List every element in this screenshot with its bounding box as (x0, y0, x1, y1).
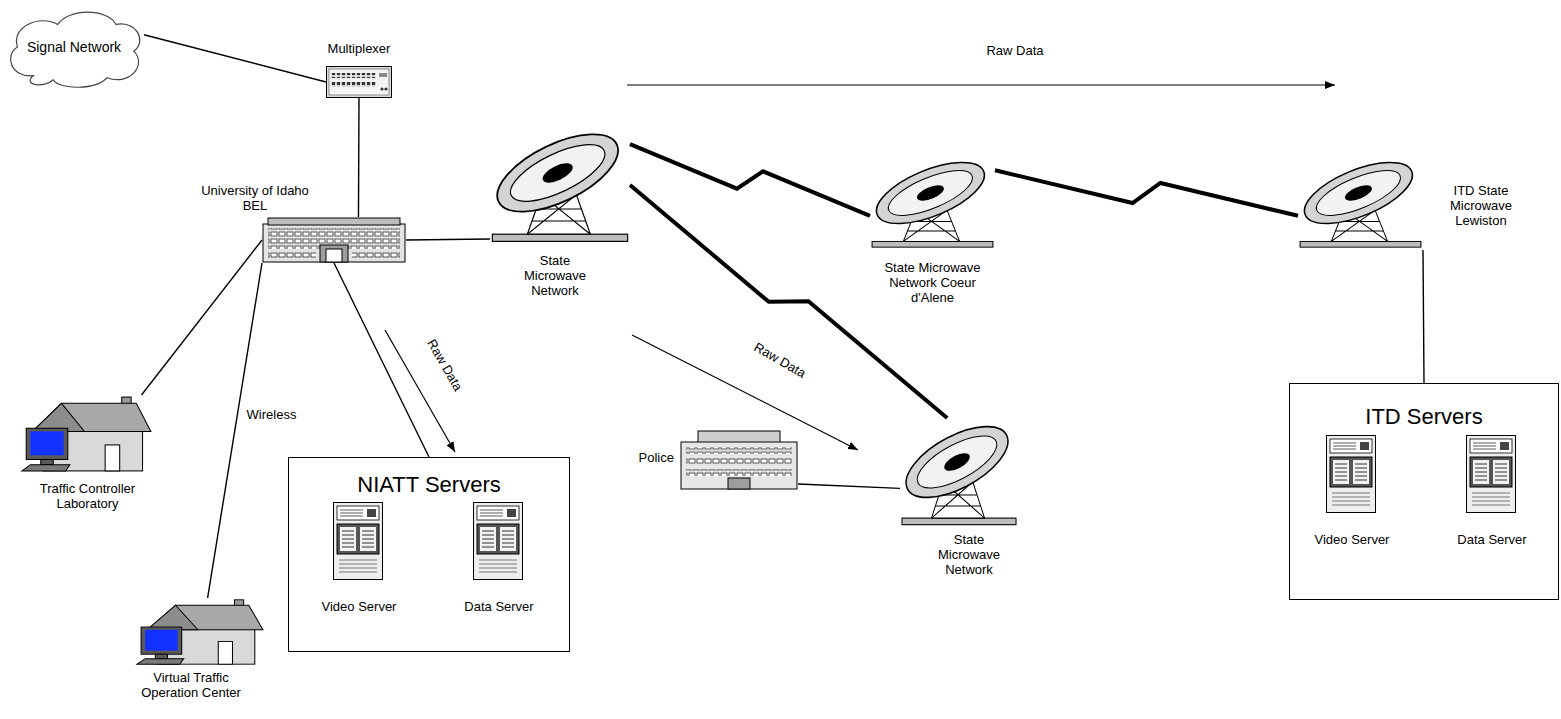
server-node: Data Server (1442, 436, 1542, 548)
house-icon (137, 600, 263, 664)
police-icon (681, 431, 797, 489)
label-slot: ITD Servers (1290, 404, 1558, 430)
label-slot: NIATT Servers (289, 472, 569, 498)
building-icon (263, 218, 405, 262)
server-node: Data Server (449, 503, 549, 615)
microwave-dish: State Microwave Network (900, 418, 1018, 528)
node-label: Video Server (1315, 532, 1390, 547)
network-link (358, 98, 360, 217)
flow-label-slot: Raw Data (986, 43, 1043, 58)
node-label: Video Server (322, 599, 397, 614)
network-link (798, 484, 900, 488)
dish-icon (867, 150, 994, 247)
microwave-dish: State Microwave Network Coeur d'Alene (870, 155, 995, 250)
node-label: State Microwave Network (924, 532, 1014, 577)
label-slot: State Microwave Network (924, 532, 1014, 577)
dish-icon (897, 412, 1017, 525)
dish-icon (1295, 150, 1422, 247)
node-label: ITD Servers (1365, 404, 1482, 430)
edge-label-slot: Wireless (245, 406, 299, 421)
label-slot: ITD State Microwave Lewiston (1431, 183, 1531, 228)
node-label: Data Server (464, 599, 533, 614)
node-label: Police (626, 450, 674, 465)
label-slot: Signal Network (4, 6, 144, 88)
edge-label: Wireless (247, 406, 297, 421)
police-building: Police (680, 430, 798, 490)
house-icon (22, 397, 151, 471)
server-icon (1467, 436, 1516, 513)
data-flow-arrow (632, 335, 858, 450)
node-label: NIATT Servers (357, 472, 500, 498)
label-slot: Data Server (1442, 530, 1542, 548)
node-label: Signal Network (27, 39, 121, 56)
server-group: NIATT ServersVideo Server Data Server (288, 457, 570, 652)
microwave-link (630, 185, 947, 418)
server-icon (474, 503, 523, 580)
label-slot: Data Server (449, 597, 549, 615)
label-slot: Video Server (1302, 530, 1402, 548)
network-link (208, 263, 262, 598)
microwave-dish: ITD State Microwave Lewiston (1298, 155, 1423, 250)
label-slot: State Microwave Network Coeur d'Alene (873, 260, 993, 305)
flow-label-slot: Raw Data (424, 337, 466, 394)
label-slot: Police (626, 450, 674, 465)
multiplexer-icon (327, 67, 392, 98)
node-label: Traffic Controller Laboratory (23, 481, 153, 511)
workstation-house: Traffic Controller Laboratory (20, 395, 155, 473)
cloud-shape (11, 12, 140, 87)
network-link (406, 239, 490, 240)
network-link (1423, 250, 1424, 383)
flow-label: Raw Data (986, 43, 1043, 58)
network-link (334, 263, 429, 457)
flow-label: Raw Data (752, 339, 809, 381)
label-slot: Virtual Traffic Operation Center (131, 670, 251, 700)
network-link (144, 35, 326, 82)
flow-label: Raw Data (424, 337, 466, 394)
server-node: Video Server (1302, 436, 1402, 548)
node-label: Data Server (1457, 532, 1526, 547)
server-group: ITD ServersVideo Server Data Server (1289, 383, 1559, 600)
workstation-house: Virtual Traffic Operation Center (135, 598, 267, 666)
node-label: State Microwave Network Coeur d'Alene (873, 260, 993, 305)
microwave-link (995, 170, 1298, 216)
flow-label-slot: Raw Data (752, 339, 809, 381)
node-label: Multiplexer (309, 41, 409, 56)
node-label: University of Idaho BEL (193, 183, 318, 213)
dish-icon (487, 118, 629, 241)
label-slot: Multiplexer (309, 41, 409, 56)
server-icon (334, 503, 383, 580)
microwave-link (630, 144, 870, 216)
node-label: Virtual Traffic Operation Center (131, 670, 251, 700)
label-slot: State Microwave Network (510, 253, 600, 298)
label-slot: University of Idaho BEL (193, 183, 318, 213)
campus-building: University of Idaho BEL (262, 217, 406, 263)
data-flow-arrow (627, 84, 1335, 85)
multiplexer-device: Multiplexer (326, 66, 392, 98)
label-slot: Traffic Controller Laboratory (23, 481, 153, 511)
microwave-dish: State Microwave Network (490, 125, 630, 245)
server-node: Video Server (309, 503, 409, 615)
node-label: ITD State Microwave Lewiston (1431, 183, 1531, 228)
label-slot: Video Server (309, 597, 409, 615)
node-label: State Microwave Network (510, 253, 600, 298)
cloud-node: Signal Network (4, 6, 144, 88)
server-icon (1327, 436, 1376, 513)
